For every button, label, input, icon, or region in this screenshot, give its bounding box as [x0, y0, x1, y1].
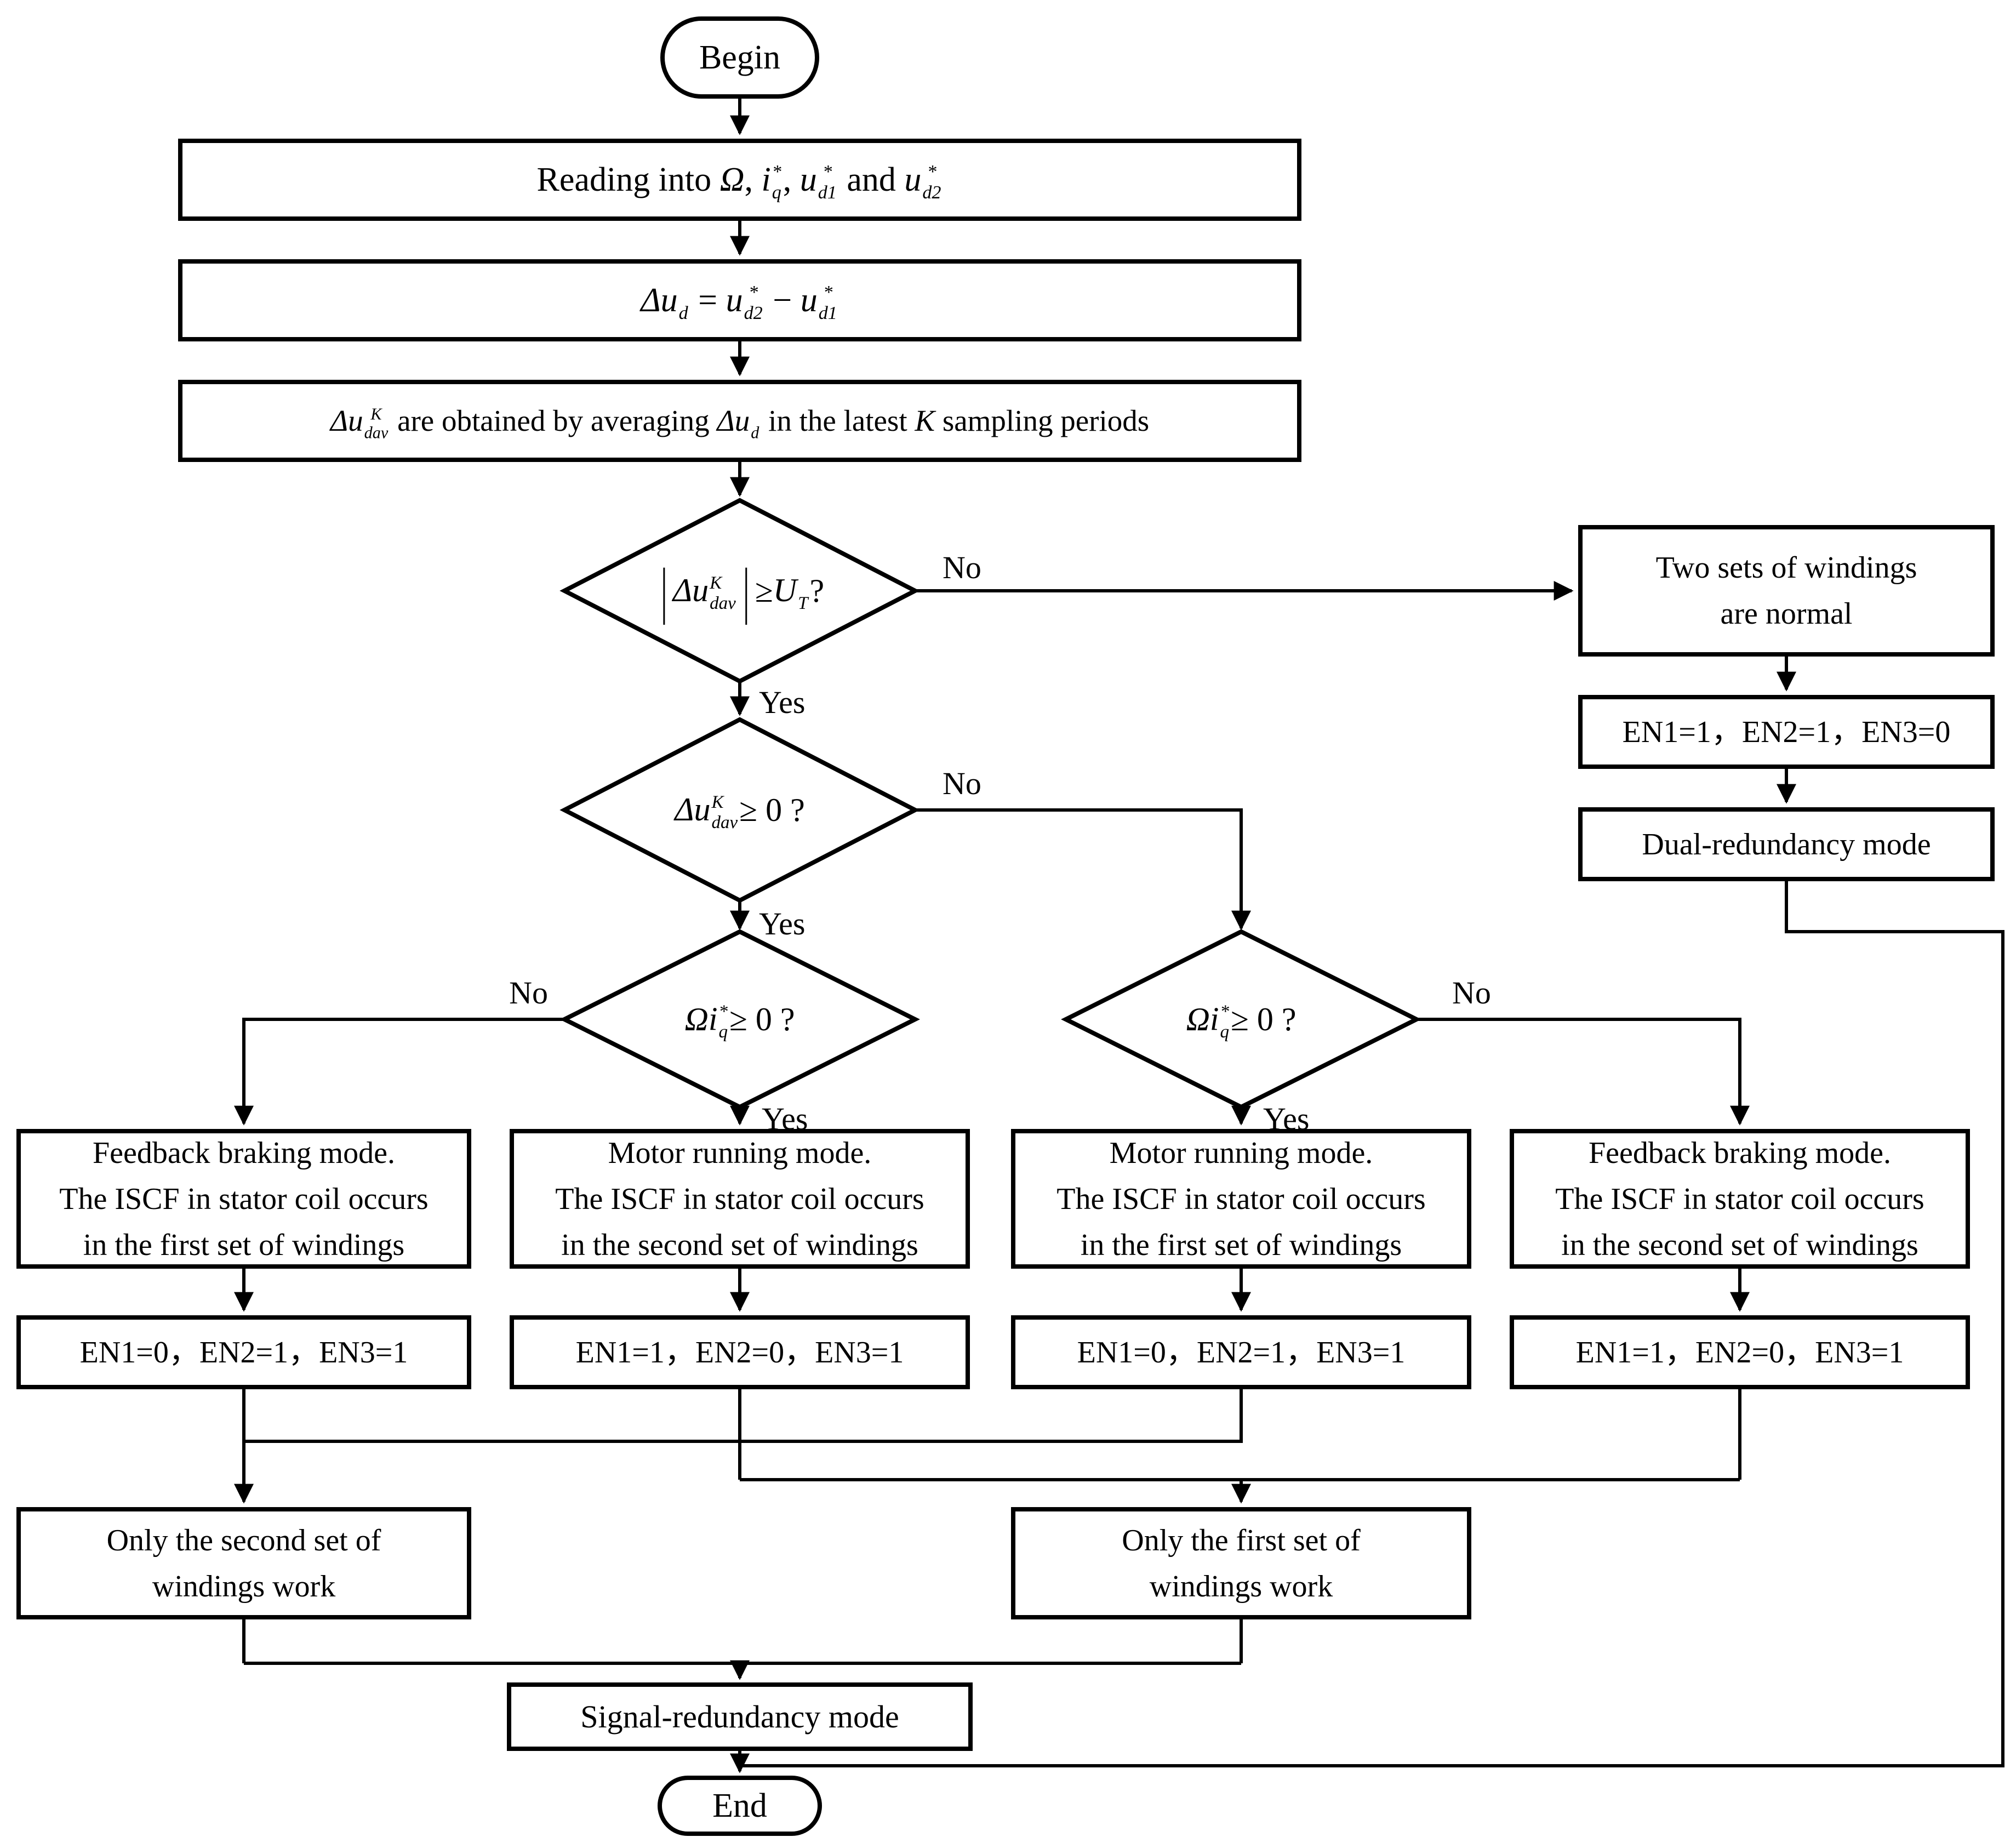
- mode-feedback-second-label: Feedback braking mode. The ISCF in stato…: [1555, 1136, 1924, 1262]
- dual-redundancy-mode-label: Dual-redundancy mode: [1642, 827, 1931, 862]
- edge-label-yes-omega-right: Yes: [1263, 1101, 1310, 1137]
- mode-running-first-box: Motor running mode. The ISCF in stator c…: [1011, 1129, 1471, 1269]
- mode-running-second-box: Motor running mode. The ISCF in stator c…: [510, 1129, 970, 1269]
- en-d-label: EN1=1，EN2=0，EN3=1: [1575, 1335, 1904, 1370]
- en-b-label: EN1=1，EN2=0，EN3=1: [575, 1335, 904, 1370]
- en-a-label: EN1=0，EN2=1，EN3=1: [79, 1335, 408, 1370]
- decision-threshold-diamond: [559, 498, 920, 684]
- mode-feedback-second-box: Feedback braking mode. The ISCF in stato…: [1510, 1129, 1970, 1269]
- only-first-set-box: Only the first set of windings work: [1011, 1507, 1471, 1619]
- mode-running-first-label: Motor running mode. The ISCF in stator c…: [1056, 1136, 1426, 1262]
- en-b-box: EN1=1，EN2=0，EN3=1: [510, 1315, 970, 1389]
- edge-label-no-omega-right: No: [1452, 975, 1491, 1011]
- only-first-set-label: Only the first set of windings work: [1122, 1523, 1361, 1604]
- decision-omega-left-diamond: [559, 929, 920, 1110]
- en-normal-label: EN1=1，EN2=1，EN3=0: [1622, 715, 1951, 749]
- en-c-label: EN1=0，EN2=1，EN3=1: [1077, 1335, 1406, 1370]
- dual-redundancy-mode-box: Dual-redundancy mode: [1578, 807, 1995, 881]
- edge-label-no-omega-left: No: [509, 975, 548, 1011]
- edge-label-no-threshold: No: [943, 550, 981, 585]
- two-sets-normal-box: Two sets of windings are normal: [1578, 525, 1995, 657]
- en-d-box: EN1=1，EN2=0，EN3=1: [1510, 1315, 1970, 1389]
- signal-redundancy-mode-label: Signal-redundancy mode: [580, 1699, 899, 1735]
- read-inputs-formula: Reading into Ω, i*q, u*d1 and u*d2: [536, 161, 941, 203]
- two-sets-normal-label: Two sets of windings are normal: [1655, 551, 1917, 631]
- en-a-box: EN1=0，EN2=1，EN3=1: [16, 1315, 471, 1389]
- decision-sign-diamond: [559, 717, 920, 903]
- edge-label-yes-omega-left: Yes: [762, 1101, 808, 1137]
- mode-feedback-first-label: Feedback braking mode. The ISCF in stato…: [59, 1136, 429, 1262]
- en-c-box: EN1=0，EN2=1，EN3=1: [1011, 1315, 1471, 1389]
- end-label: End: [712, 1787, 767, 1824]
- edge-label-yes-sign: Yes: [759, 906, 806, 942]
- edge-label-yes-threshold: Yes: [759, 684, 806, 720]
- edge-label-no-sign: No: [943, 766, 981, 801]
- mode-feedback-first-box: Feedback braking mode. The ISCF in stato…: [16, 1129, 471, 1269]
- read-inputs-box: Reading into Ω, i*q, u*d1 and u*d2: [178, 139, 1301, 221]
- signal-redundancy-mode-box: Signal-redundancy mode: [507, 1682, 973, 1751]
- begin-terminal: Begin: [660, 16, 819, 99]
- mode-running-second-label: Motor running mode. The ISCF in stator c…: [555, 1136, 924, 1262]
- decision-omega-right-diamond: [1061, 929, 1421, 1110]
- begin-label: Begin: [699, 38, 781, 76]
- en-normal-box: EN1=1，EN2=1，EN3=0: [1578, 695, 1995, 769]
- end-terminal: End: [658, 1776, 822, 1836]
- only-second-set-box: Only the second set of windings work: [16, 1507, 471, 1619]
- only-second-set-label: Only the second set of windings work: [106, 1523, 381, 1604]
